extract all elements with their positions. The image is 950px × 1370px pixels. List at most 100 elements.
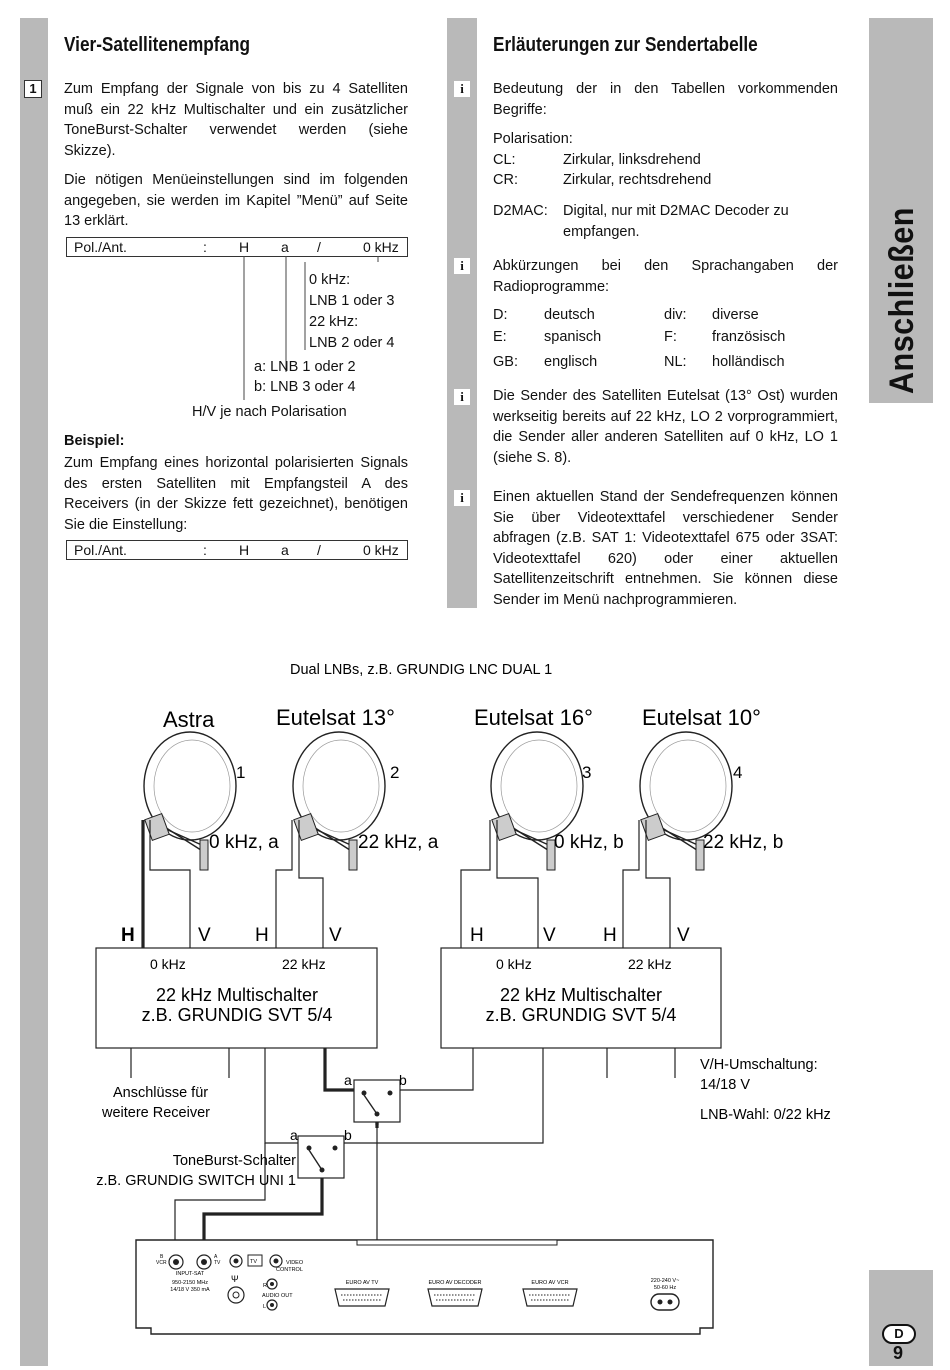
more-receivers-line1: Anschlüsse für — [113, 1085, 208, 1101]
lnb-label: 0 kHz, b — [554, 832, 624, 853]
label-tv-small: TV — [250, 1259, 257, 1265]
setting-pol: H — [239, 239, 250, 255]
label-euro-tv: EURO AV TV — [346, 1280, 379, 1286]
satellite-name: Astra — [163, 707, 215, 732]
cl-val: Zirkular, linksdrehend — [563, 152, 701, 168]
label-a: A — [214, 1254, 218, 1260]
cr-val: Zirkular, rechtsdrehend — [563, 172, 712, 188]
setting-box-1: Pol./Ant. : H a / 0 kHz — [66, 237, 408, 257]
multiswitch-box-right — [440, 947, 722, 1049]
label-vcr: VCR — [156, 1260, 167, 1266]
lang-val: diverse — [712, 307, 759, 323]
switch-input-22khz: 22 kHz — [628, 956, 672, 972]
info-icon: i — [454, 490, 470, 506]
multiswitch-box-left — [95, 947, 378, 1049]
label-euro-decoder: EURO AV DECODER — [428, 1280, 481, 1286]
left-heading: Vier-Satellitenempfang — [64, 34, 251, 56]
lnb-label: 22 kHz, a — [358, 832, 439, 853]
annot-hv-line: H/V je nach Polarisation — [192, 404, 347, 420]
lang-key: NL: — [664, 354, 687, 370]
right-heading: Erläuterungen zur Sendertabelle — [493, 34, 758, 56]
d2mac-key: D2MAC: — [493, 203, 548, 219]
lang-val: holländisch — [712, 354, 785, 370]
pol-h-label: H — [121, 925, 135, 946]
diagram-caption: Dual LNBs, z.B. GRUNDIG LNC DUAL 1 — [290, 662, 552, 678]
satellite-name: Eutelsat 10° — [642, 705, 761, 730]
section-number-marker: 1 — [24, 80, 42, 98]
left-margin-bar — [20, 18, 48, 1366]
setting2-label: Pol./Ant. — [74, 542, 127, 558]
info-icon: i — [454, 81, 470, 97]
annot-lnb24: LNB 2 oder 4 — [309, 335, 395, 351]
tv-output-connector — [247, 1254, 263, 1267]
satellite-number: 4 — [733, 763, 742, 782]
vh-switch-line1: V/H-Umschaltung: — [700, 1057, 818, 1073]
side-tab-bar — [869, 18, 933, 403]
satellite-name: Eutelsat 16° — [474, 705, 593, 730]
switch-model: z.B. GRUNDIG SVT 5/4 — [142, 1005, 333, 1025]
switch-input-0khz: 0 kHz — [496, 956, 532, 972]
toneburst-line2: z.B. GRUNDIG SWITCH UNI 1 — [96, 1173, 296, 1189]
label-b: B — [160, 1254, 164, 1260]
footer-tab-bar — [869, 1270, 933, 1366]
pol-v-label: V — [543, 925, 556, 946]
label-tv: TV — [214, 1260, 221, 1266]
satellite-number: 1 — [236, 763, 245, 782]
pol-v-label: V — [329, 925, 342, 946]
info-icon: i — [454, 258, 470, 274]
setting-freq: 0 kHz — [363, 239, 399, 255]
scart-decoder-connector — [427, 1288, 483, 1307]
label-spec1: 950-2150 MHz — [172, 1280, 208, 1286]
power-socket-icon — [650, 1293, 680, 1311]
label-video: VIDEO — [286, 1260, 304, 1266]
lnb-label: 22 kHz, b — [703, 832, 783, 853]
label-input-sat: INPUT-SAT — [176, 1271, 205, 1277]
switch-title: 22 kHz Multischalter — [500, 985, 662, 1005]
lang-val: französisch — [712, 329, 786, 345]
language-code: D — [894, 1326, 904, 1341]
scart-vcr-connector — [522, 1288, 578, 1307]
switch-model: z.B. GRUNDIG SVT 5/4 — [486, 1005, 677, 1025]
annot-a-line: a: LNB 1 oder 2 — [254, 359, 356, 375]
pol-h-label: H — [255, 925, 269, 946]
lang-val: englisch — [544, 354, 598, 370]
info-4: Einen aktuellen Stand der Sendefrequenze… — [493, 489, 838, 608]
receiver-body — [135, 1239, 714, 1335]
cr-key: CR: — [493, 172, 518, 188]
switch-input-22khz: 22 kHz — [282, 956, 326, 972]
switch-input-0khz: 0 kHz — [150, 956, 186, 972]
setting2-colon: : — [203, 542, 207, 558]
setting2-freq: 0 kHz — [363, 542, 399, 558]
satellite-name: Eutelsat 13° — [276, 705, 395, 730]
lang-key: E: — [493, 329, 507, 345]
switch-title: 22 kHz Multischalter — [156, 985, 318, 1005]
lnb-label: 0 kHz, a — [209, 832, 279, 853]
label-audio-l: L — [263, 1304, 266, 1310]
port-b-label: b — [399, 1072, 407, 1088]
setting-annotation-lines — [243, 256, 379, 400]
info-icon: i — [454, 389, 470, 405]
language-badge: D — [882, 1324, 916, 1344]
example-heading: Beispiel: — [64, 433, 125, 449]
satellite-number: 3 — [582, 763, 591, 782]
annot-b-line: b: LNB 3 oder 4 — [254, 379, 356, 395]
d2mac-val: Digital, nur mit D2MAC Decoder zu empfan… — [563, 203, 789, 240]
page-number: 9 — [892, 1343, 903, 1363]
info-2: Abkürzungen bei den Sprachangaben der Ra… — [493, 258, 838, 295]
lnb-select: LNB-Wahl: 0/22 kHz — [700, 1107, 831, 1123]
lang-key: GB: — [493, 354, 518, 370]
port-a-label: a — [344, 1072, 352, 1088]
lang-key: D: — [493, 307, 508, 323]
lang-key: F: — [664, 329, 677, 345]
annot-lnb13: LNB 1 oder 3 — [309, 293, 395, 309]
setting-label: Pol./Ant. — [74, 239, 127, 255]
annot-0khz: 0 kHz: — [309, 272, 351, 288]
left-paragraph-1: Zum Empfang der Signale von bis zu 4 Sat… — [64, 81, 408, 159]
setting-ant: a — [281, 239, 289, 255]
antenna-icon: Ψ — [231, 1274, 239, 1284]
lang-val: deutsch — [544, 307, 595, 323]
setting-slash: / — [317, 239, 321, 255]
setting2-pol: H — [239, 542, 250, 558]
left-paragraph-2: Die nötigen Menüeinstellungen sind im fo… — [64, 172, 408, 229]
